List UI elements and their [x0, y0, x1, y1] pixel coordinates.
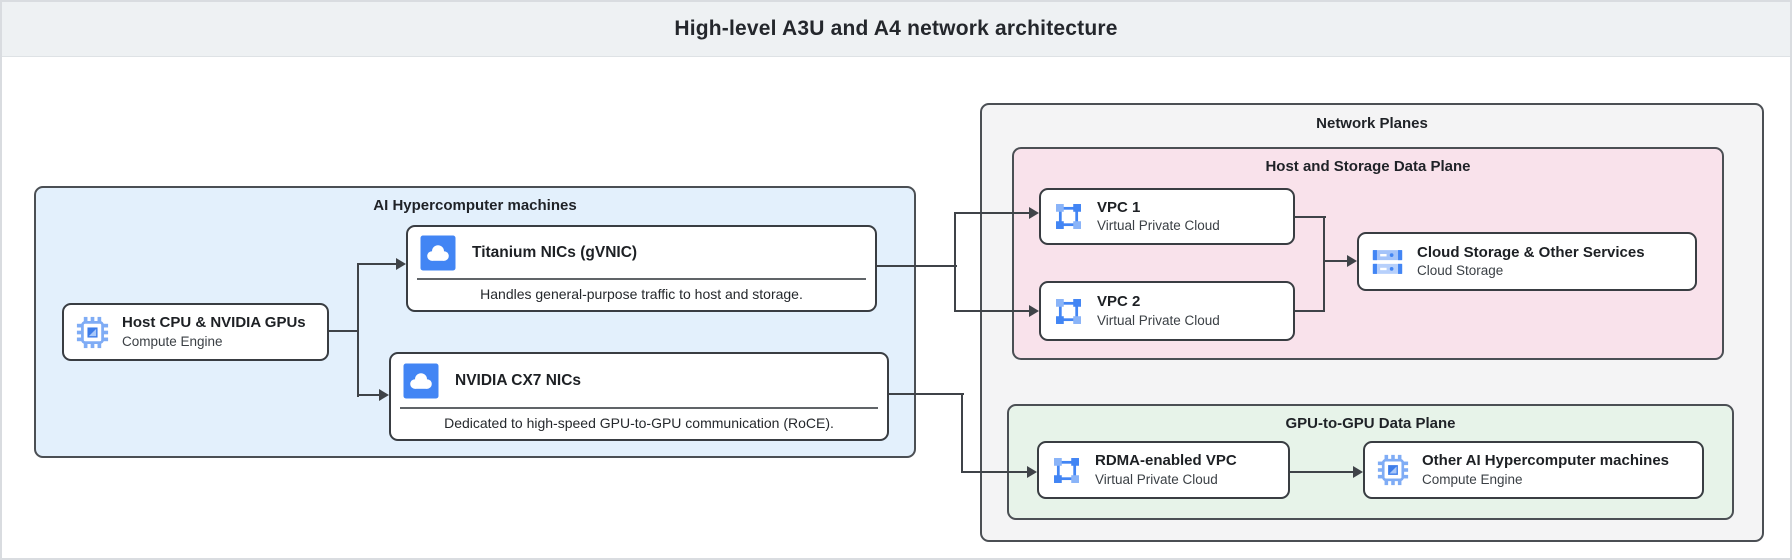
node-title: NVIDIA CX7 NICs [455, 371, 582, 389]
connector-to-rdma [961, 471, 1027, 473]
connector-to-titanium [357, 263, 396, 265]
connector-titanium-out [877, 265, 957, 267]
diagram-header: High-level A3U and A4 network architectu… [2, 2, 1790, 57]
connector-host-out [329, 330, 358, 332]
arrowhead-to-vpc2 [1029, 305, 1039, 317]
node-title: Host CPU & NVIDIA GPUs [122, 314, 306, 332]
arrowhead-to-titanium [396, 258, 406, 270]
connector-to-vpc1 [954, 212, 1029, 214]
connector-vpc1-out [1295, 216, 1326, 218]
group-title-gpu-plane: GPU-to-GPU Data Plane [1285, 415, 1456, 432]
node-subtitle: Compute Engine [122, 333, 223, 349]
node-title: Cloud Storage & Other Services [1417, 243, 1645, 261]
compute-engine-icon [1377, 454, 1409, 486]
node-subtitle: Compute Engine [1422, 471, 1523, 487]
node-titanium-nics: Titanium NICs (gVNIC) Handles general-pu… [406, 225, 877, 312]
node-description: Dedicated to high-speed GPU-to-GPU commu… [444, 415, 834, 431]
cloud-nic-icon [420, 235, 456, 271]
connector-cx7-out [889, 393, 964, 395]
node-subtitle: Virtual Private Cloud [1095, 471, 1218, 487]
node-vpc-1: VPC 1 Virtual Private Cloud [1039, 188, 1295, 245]
arrowhead-to-storage [1347, 255, 1357, 267]
node-nvidia-cx7-nics: NVIDIA CX7 NICs Dedicated to high-speed … [389, 352, 889, 441]
node-subtitle: Cloud Storage [1417, 263, 1504, 279]
connector-to-storage [1323, 260, 1347, 262]
node-host-cpu-nvidia-gpus: Host CPU & NVIDIA GPUs Compute Engine [62, 303, 329, 361]
cloud-nic-icon [403, 363, 439, 399]
arrowhead-to-other-machines [1353, 466, 1363, 478]
connector-vpc2-out [1295, 310, 1325, 312]
connector-titanium-split [954, 212, 956, 312]
card-divider [417, 278, 866, 280]
node-title: VPC 2 [1097, 293, 1141, 311]
node-title: Other AI Hypercomputer machines [1422, 452, 1670, 470]
vpc-icon [1051, 455, 1082, 486]
arrowhead-to-vpc1 [1029, 207, 1039, 219]
vpc-icon [1053, 296, 1084, 327]
connector-to-cx7 [357, 394, 379, 396]
node-description: Handles general-purpose traffic to host … [480, 286, 803, 302]
connector-cx7-down [961, 393, 963, 473]
node-other-ai-hypercomputer-machines: Other AI Hypercomputer machines Compute … [1363, 441, 1704, 499]
node-title: Titanium NICs (gVNIC) [472, 243, 638, 261]
connector-to-vpc2 [954, 310, 1029, 312]
vpc-icon [1053, 201, 1084, 232]
group-title-host-storage-plane: Host and Storage Data Plane [1265, 158, 1471, 175]
node-title: VPC 1 [1097, 198, 1141, 216]
node-cloud-storage-other-services: Cloud Storage & Other Services Cloud Sto… [1357, 232, 1697, 291]
node-vpc-2: VPC 2 Virtual Private Cloud [1039, 281, 1295, 341]
cloud-storage-icon [1371, 248, 1404, 276]
compute-engine-icon [76, 316, 109, 349]
connector-host-split [357, 263, 359, 397]
connector-rdma-to-other [1290, 471, 1353, 473]
node-subtitle: Virtual Private Cloud [1097, 218, 1220, 234]
node-title: RDMA-enabled VPC [1095, 452, 1237, 470]
group-title-ai-machines: AI Hypercomputer machines [373, 197, 577, 214]
connector-vpc-merge [1323, 216, 1325, 312]
node-rdma-enabled-vpc: RDMA-enabled VPC Virtual Private Cloud [1037, 441, 1290, 499]
arrowhead-to-rdma [1027, 466, 1037, 478]
node-subtitle: Virtual Private Cloud [1097, 312, 1220, 328]
group-title-network-planes: Network Planes [1316, 115, 1428, 132]
arrowhead-to-cx7 [379, 389, 389, 401]
card-divider [400, 407, 878, 409]
page-title: High-level A3U and A4 network architectu… [674, 17, 1118, 40]
